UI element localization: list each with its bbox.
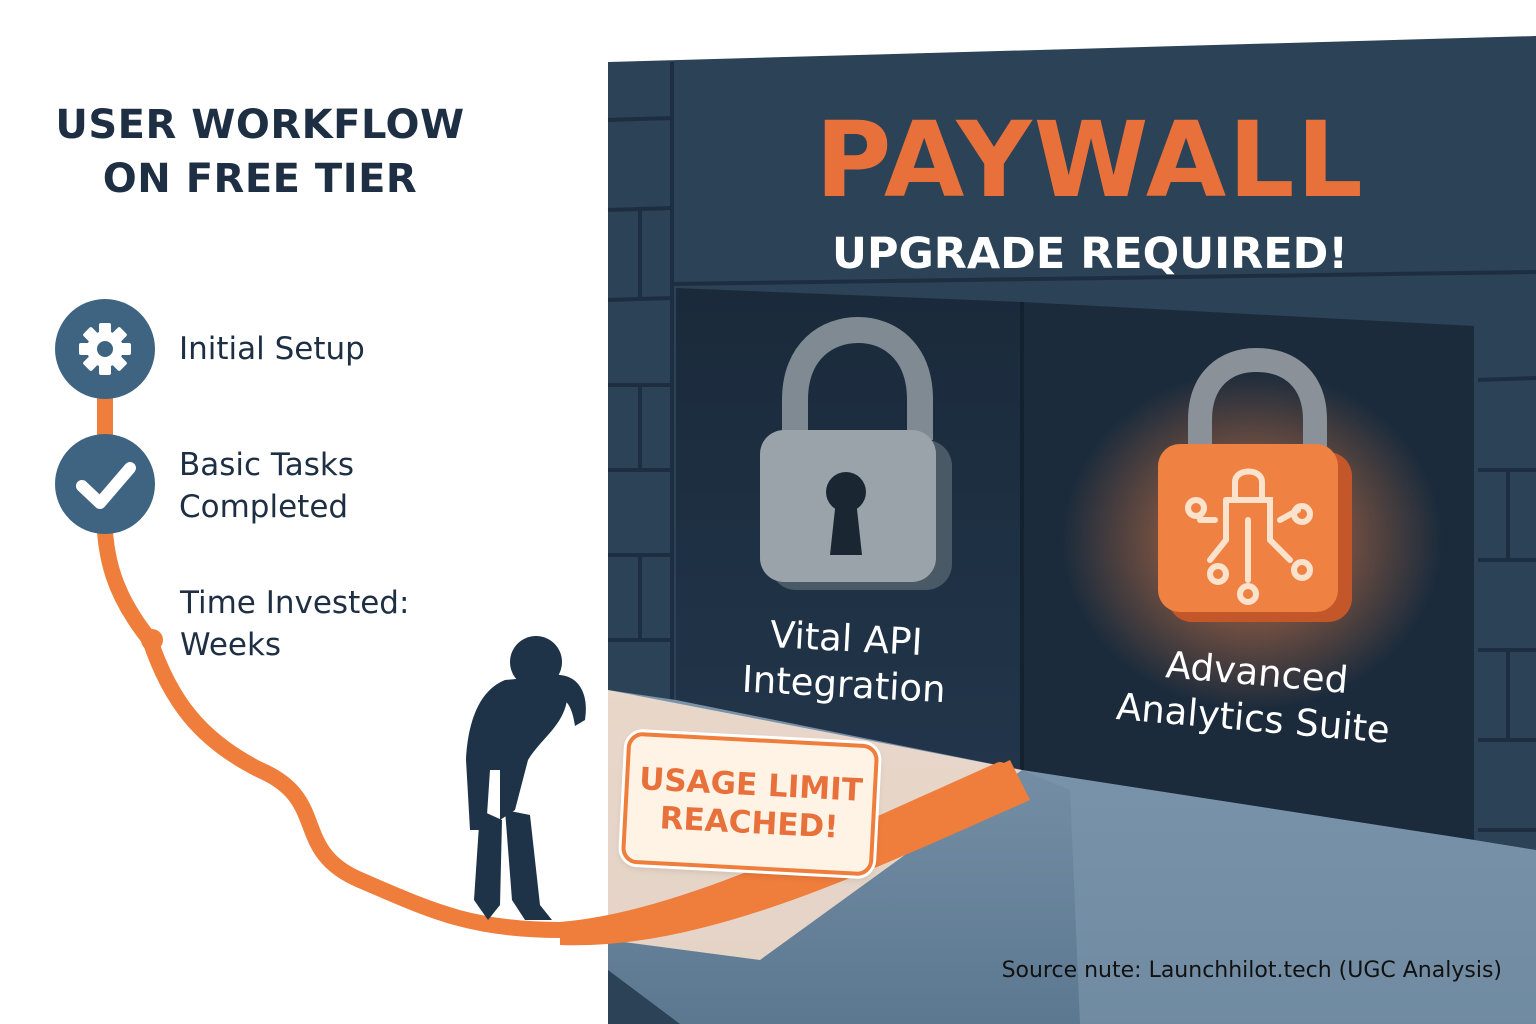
usage-limit-text: USAGE LIMIT REACHED! [638, 761, 864, 846]
feature-label-api: Vital API Integration [740, 613, 947, 712]
paywall-title: PAYWALL [815, 99, 1365, 221]
padlock-icon [760, 316, 952, 590]
analytics-padlock-icon [1062, 347, 1442, 710]
usage-limit-badge: USAGE LIMIT REACHED! [620, 731, 880, 877]
paywall-subtitle: UPGRADE REQUIRED! [832, 229, 1348, 279]
gear-icon [79, 323, 131, 375]
step-label-time: Time Invested: Weeks [180, 585, 410, 663]
workflow-title: USER WORKFLOW ON FREE TIER [40, 98, 480, 206]
step-tasks-marker [55, 434, 155, 534]
step-label-tasks: Basic Tasks Completed [179, 447, 354, 525]
source-note: Source nute: Launchhilot.tech (UGC Analy… [1001, 958, 1502, 983]
workflow-title-line2: ON FREE TIER [102, 156, 418, 202]
person-figure [466, 636, 586, 920]
path-node [141, 629, 163, 651]
checkmark-icon [76, 462, 136, 509]
workflow-title-line1: USER WORKFLOW [55, 102, 465, 148]
step-label-setup: Initial Setup [179, 331, 365, 367]
step-setup-marker [55, 299, 155, 399]
